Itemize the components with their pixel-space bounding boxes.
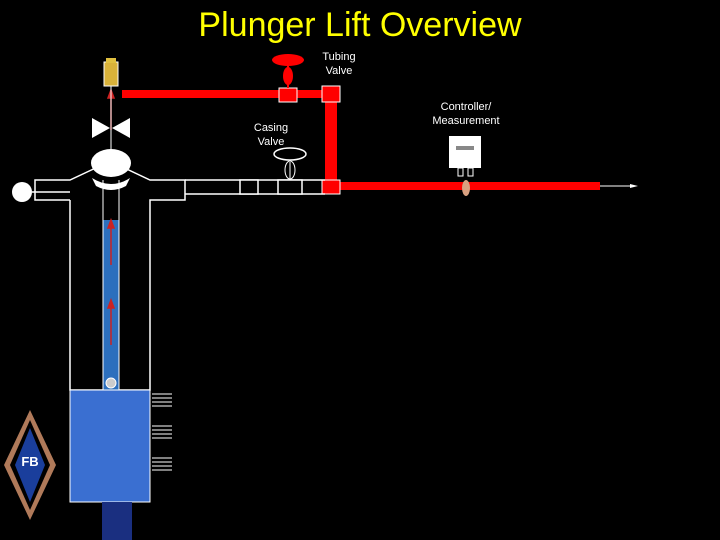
logo-text: FB [21, 454, 39, 469]
well-casing-outline [69, 164, 186, 391]
tubing-flowline-top [122, 90, 337, 98]
perforations [152, 393, 172, 471]
controller-label: Controller/ Measurement [432, 101, 500, 127]
sales-flowline-tee [321, 179, 341, 195]
master-valve-lower [92, 178, 130, 190]
controller-box-icon [449, 136, 481, 168]
lubricator-cap [106, 58, 116, 63]
casing-valve-diaphragm [273, 147, 307, 161]
tubing-flowline-down [325, 90, 337, 190]
company-logo [4, 410, 56, 520]
master-valve-upper [92, 118, 130, 138]
controller-leg-right [467, 167, 474, 177]
reservoir-block [69, 389, 151, 503]
lubricator-catcher [103, 61, 119, 87]
casing-valve-body [277, 179, 303, 195]
casing-valve-label: Casing Valve [253, 122, 289, 148]
casing-check [239, 179, 259, 195]
tubing-below-reservoir [102, 502, 132, 540]
measurement-orifice [462, 180, 470, 196]
tubing-valve-body [278, 87, 298, 103]
casing-valve-yoke [284, 160, 296, 180]
tubing-valve-yoke [283, 67, 293, 85]
well-casing-outline-left [34, 164, 103, 201]
tubing-valve-label: Tubing Valve [322, 51, 356, 77]
controller-leg-left [457, 167, 464, 177]
tubing-flowline-tee [321, 85, 341, 103]
slide-title: Plunger Lift Overview [198, 6, 522, 44]
plunger-ball [105, 377, 117, 389]
gauge-icon [12, 182, 32, 202]
tubing-valve-diaphragm [272, 54, 304, 66]
arrow-right-head [630, 184, 638, 188]
wellhead-body [91, 149, 131, 177]
controller-display [456, 146, 474, 150]
